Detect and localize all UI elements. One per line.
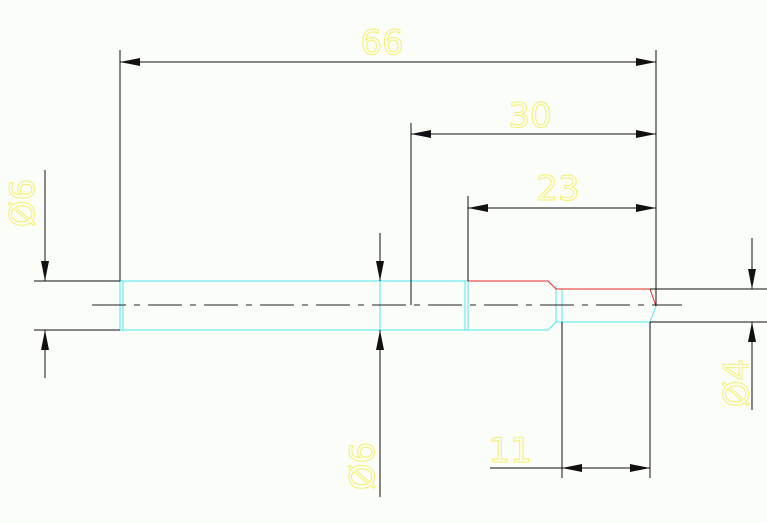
label-23: 23 — [536, 169, 579, 209]
label-diam-tip: Ø4 — [717, 359, 757, 407]
tip-end-chamfer-top — [649, 288, 657, 307]
step-chamfer-upper — [547, 280, 557, 290]
upper-edge — [468, 280, 657, 307]
extension-lines — [34, 50, 767, 478]
dimension-labels: 66 30 23 11 Ø6 Ø6 Ø4 — [3, 23, 758, 491]
step-chamfer-lower — [547, 321, 557, 331]
label-66: 66 — [360, 23, 403, 63]
label-30: 30 — [508, 96, 551, 136]
label-diam-left: Ø6 — [3, 179, 43, 227]
dimension-lines — [41, 58, 756, 497]
label-11: 11 — [488, 431, 531, 471]
label-diam-mid: Ø6 — [343, 442, 383, 490]
tip-end-chamfer — [649, 305, 657, 323]
